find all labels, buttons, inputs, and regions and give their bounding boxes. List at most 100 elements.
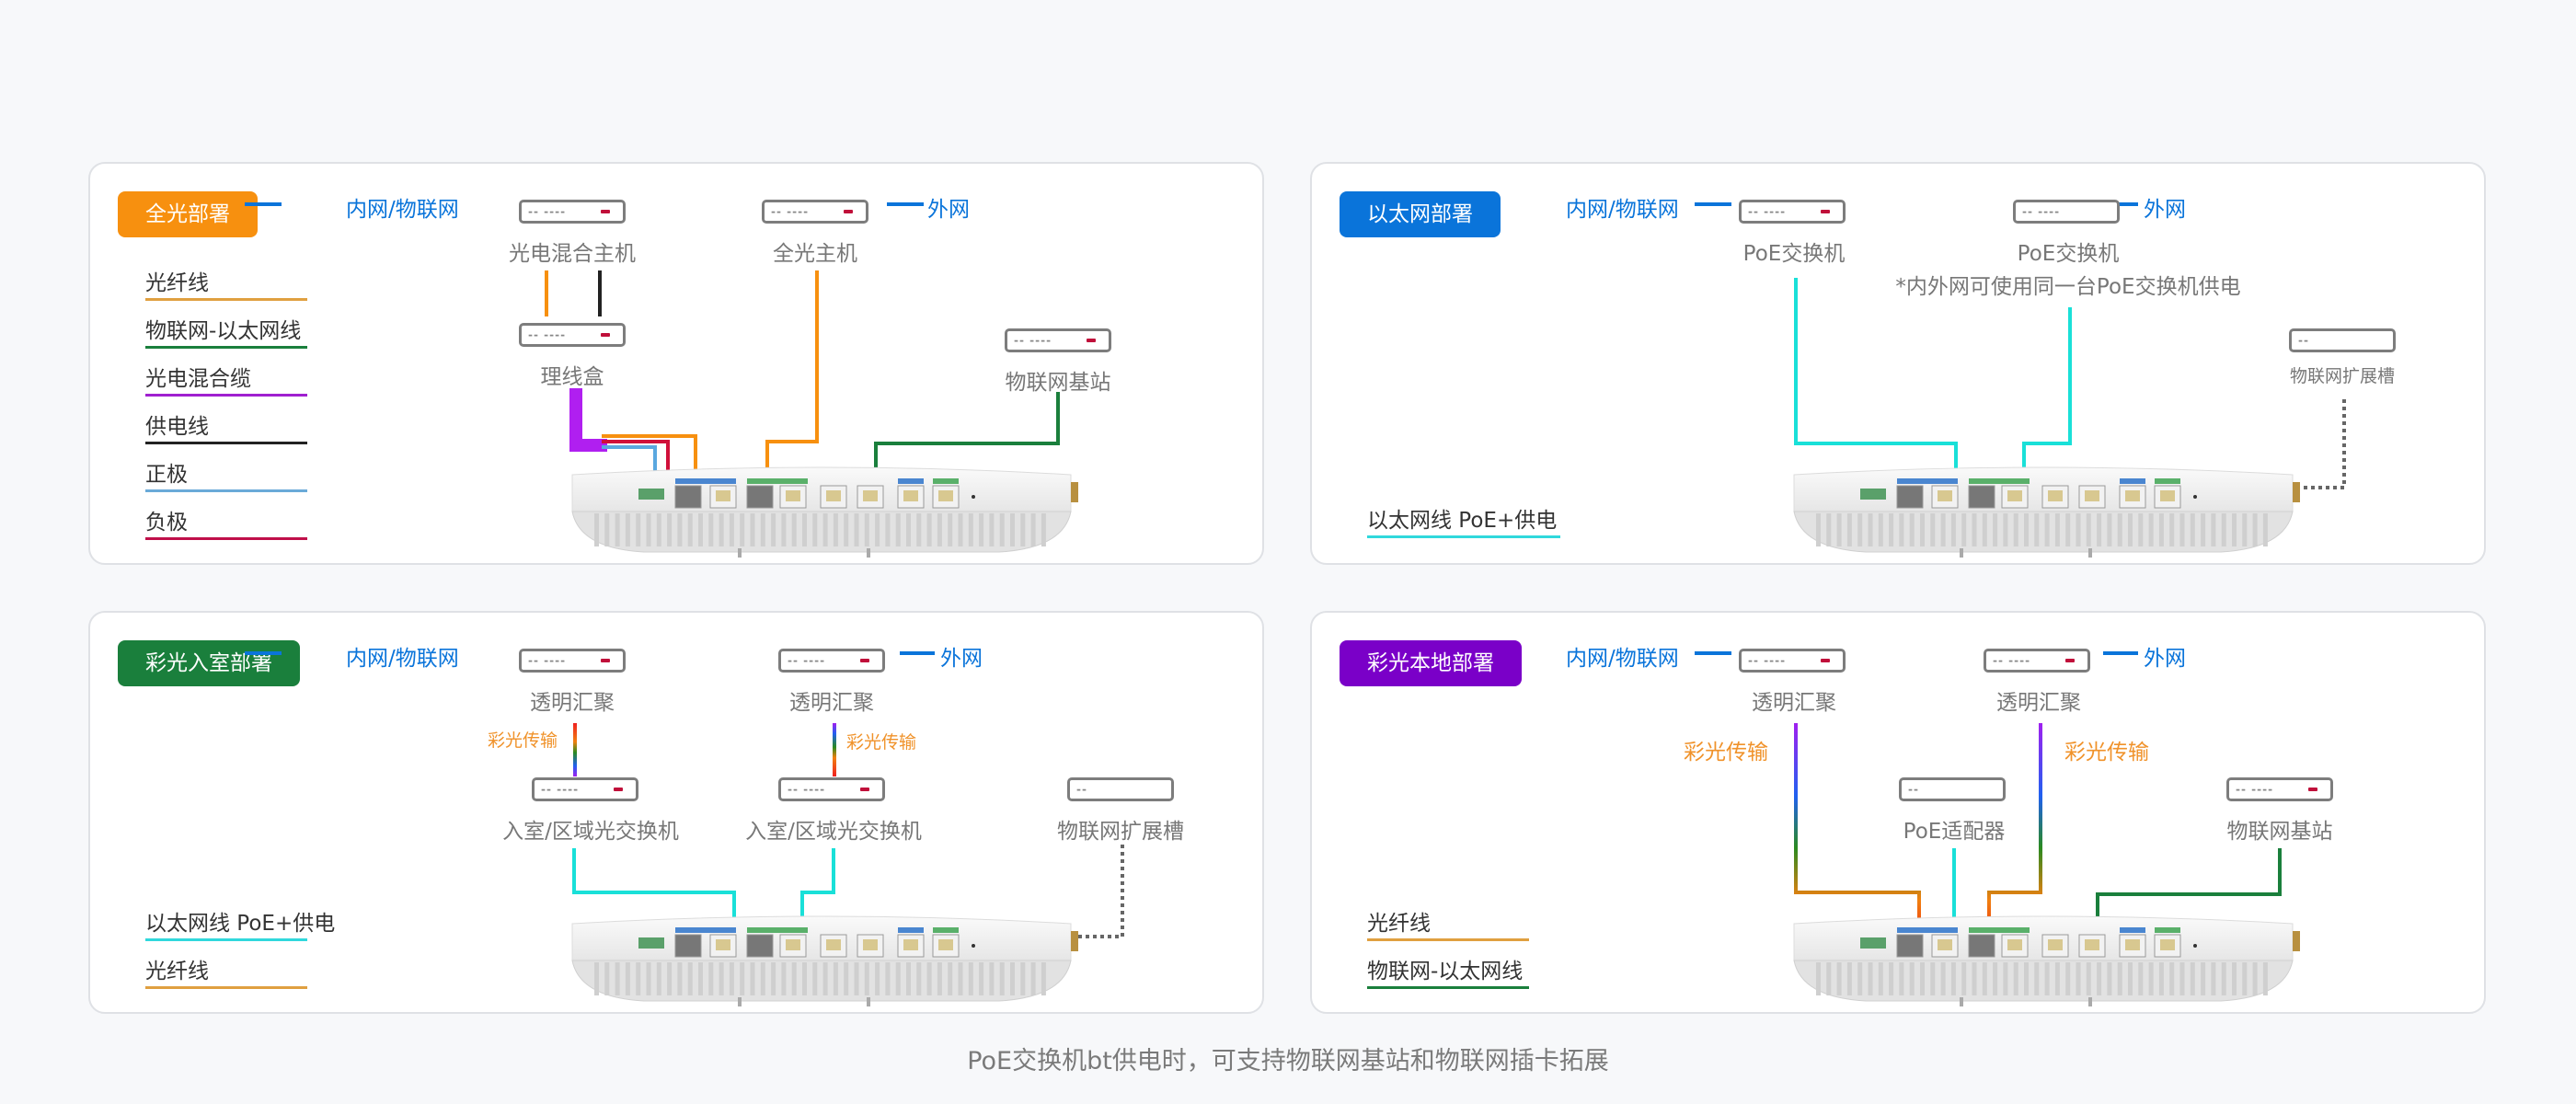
panel-color-local: 彩光本地部署 光纤线 物联网-以太网线 内网/物联网 -- ---- 透明汇聚 …	[1310, 611, 2486, 1014]
fiber-line	[545, 270, 548, 316]
cable-box-device: -- ----	[519, 323, 626, 347]
legend-swatch	[145, 537, 307, 540]
status-led	[860, 788, 869, 791]
agg-2-label: 透明汇聚	[789, 691, 874, 715]
legend-item-poe: 以太网线 PoE+供电	[1367, 502, 1560, 538]
inner-net-line	[1695, 202, 1731, 206]
legend-label: 物联网-以太网线	[145, 319, 302, 343]
legend-item-poe: 以太网线 PoE+供电	[145, 905, 335, 941]
iot-ethernet	[874, 392, 1060, 482]
rainbow-label-1: 彩光传输	[488, 730, 558, 751]
hybrid-host-device: -- ----	[519, 200, 626, 224]
poe-cable-1	[1794, 278, 1958, 482]
legend-item-positive: 正极	[145, 456, 307, 492]
poe-adapter-label: PoE适配器	[1903, 820, 2006, 844]
rainbow-link-2	[833, 723, 836, 776]
fiber-optical-host	[765, 270, 819, 482]
rainbow-label-2: 彩光传输	[846, 732, 917, 753]
hybrid-cable	[569, 388, 607, 452]
outer-net-line	[2103, 202, 2138, 206]
wires	[1695, 202, 2346, 489]
device-dots: -- ----	[528, 328, 567, 341]
legend-label: 正极	[145, 463, 188, 487]
status-led	[601, 210, 610, 213]
outer-net-line	[900, 651, 935, 655]
hybrid-host-label: 光电混合主机	[509, 242, 636, 266]
panel-color-indoor: 彩光入室部署 以太网线 PoE+供电 光纤线 内网/物联网 -- ---- 透明…	[88, 611, 1264, 1014]
outer-net-label: 外网	[2144, 647, 2186, 671]
legend-swatch	[145, 938, 307, 941]
device-dots: --	[1908, 783, 1919, 796]
switch-2-label: 入室/区域光交换机	[745, 820, 922, 844]
legend-label: 光纤线	[1367, 912, 1431, 936]
rainbow-link-2	[1987, 723, 2042, 931]
agg-2-label: 透明汇聚	[1996, 691, 2081, 715]
iot-station-label: 物联网基站	[1005, 371, 1111, 395]
iot-station-device: -- ----	[2226, 777, 2333, 801]
device-dots: -- ----	[771, 205, 810, 218]
agg-2-device: -- ----	[1984, 649, 2090, 673]
rainbow-link-1	[1794, 723, 1921, 931]
optical-host-device: -- ----	[762, 200, 868, 224]
device-dots: -- ----	[1748, 205, 1787, 218]
inner-net-line	[1695, 651, 1731, 655]
iot-slot-dotted	[2294, 399, 2346, 489]
iot-slot-device: --	[2289, 328, 2396, 352]
poe-cable-2	[2022, 307, 2072, 482]
tag-ethernet: 以太网部署	[1340, 191, 1501, 237]
agg-1-label: 透明汇聚	[1752, 691, 1836, 715]
negative-wire	[602, 440, 670, 482]
status-led	[601, 333, 610, 337]
agg-1-device: -- ----	[1739, 649, 1846, 673]
legend-item-iot-ethernet: 物联网-以太网线	[145, 313, 307, 349]
iot-slot-device: --	[1067, 777, 1174, 801]
status-led	[2065, 659, 2075, 662]
rainbow-link-1	[573, 723, 577, 776]
iot-station-label: 物联网基站	[2226, 820, 2333, 844]
rainbow-label-1: 彩光传输	[1684, 741, 1768, 765]
footer-caption: PoE交换机bt供电时，可支持物联网基站和物联网插卡拓展	[967, 1047, 1609, 1075]
agg-1-device: -- ----	[519, 649, 626, 673]
device-dots: -- ----	[528, 205, 567, 218]
poe-switch-1-label: PoE交换机	[1742, 242, 1846, 266]
legend-swatch	[1367, 986, 1529, 989]
tag-color-local: 彩光本地部署	[1340, 640, 1522, 686]
switch-1-label: 入室/区域光交换机	[502, 820, 679, 844]
switch-2-device: -- ----	[778, 777, 885, 801]
device-dots: -- ----	[528, 654, 567, 667]
legend-item-fiber: 光纤线	[145, 265, 307, 301]
poe-switch-2-label: PoE交换机	[2017, 242, 2120, 266]
status-led	[860, 659, 869, 662]
gateway-illustration	[1793, 915, 2300, 1006]
legend-label: 以太网线 PoE+供电	[145, 912, 336, 936]
poe-switch-2-device: -- ----	[2013, 200, 2120, 224]
status-led	[614, 788, 623, 791]
inner-net-label: 内网/物联网	[346, 198, 459, 222]
poe-switch-1-device: -- ----	[1739, 200, 1846, 224]
legend-label: 光纤线	[145, 960, 209, 983]
status-led	[2308, 788, 2317, 791]
legend-item-fiber: 光纤线	[145, 953, 307, 989]
gateway-illustration	[571, 915, 1078, 1006]
panel-ethernet: 以太网部署 以太网线 PoE+供电 内网/物联网 -- ---- PoE交换机 …	[1310, 162, 2486, 565]
wires	[245, 202, 1060, 482]
shared-switch-note: *内外网可使用同一台PoE交换机供电	[1895, 275, 2241, 299]
device-dots: --	[2298, 334, 2309, 347]
device-dots: -- ----	[2022, 205, 2061, 218]
outer-net-label: 外网	[927, 198, 970, 222]
device-dots: -- ----	[788, 654, 826, 667]
status-led	[601, 659, 610, 662]
tag-all-optical: 全光部署	[118, 191, 258, 237]
cable-box-label: 理线盒	[540, 365, 604, 389]
status-led	[1087, 339, 1096, 342]
device-dots: -- ----	[541, 783, 580, 796]
gateway-illustration	[571, 466, 1078, 558]
status-led	[1821, 210, 1830, 213]
legend-item-iot-ethernet: 物联网-以太网线	[1367, 953, 1529, 989]
device-dots: --	[1076, 783, 1087, 796]
outer-net-label: 外网	[2144, 198, 2186, 222]
outer-net-line	[2103, 651, 2138, 655]
fiber-to-sfp	[602, 434, 697, 482]
switch-1-device: -- ----	[532, 777, 638, 801]
legend-swatch	[145, 442, 307, 444]
